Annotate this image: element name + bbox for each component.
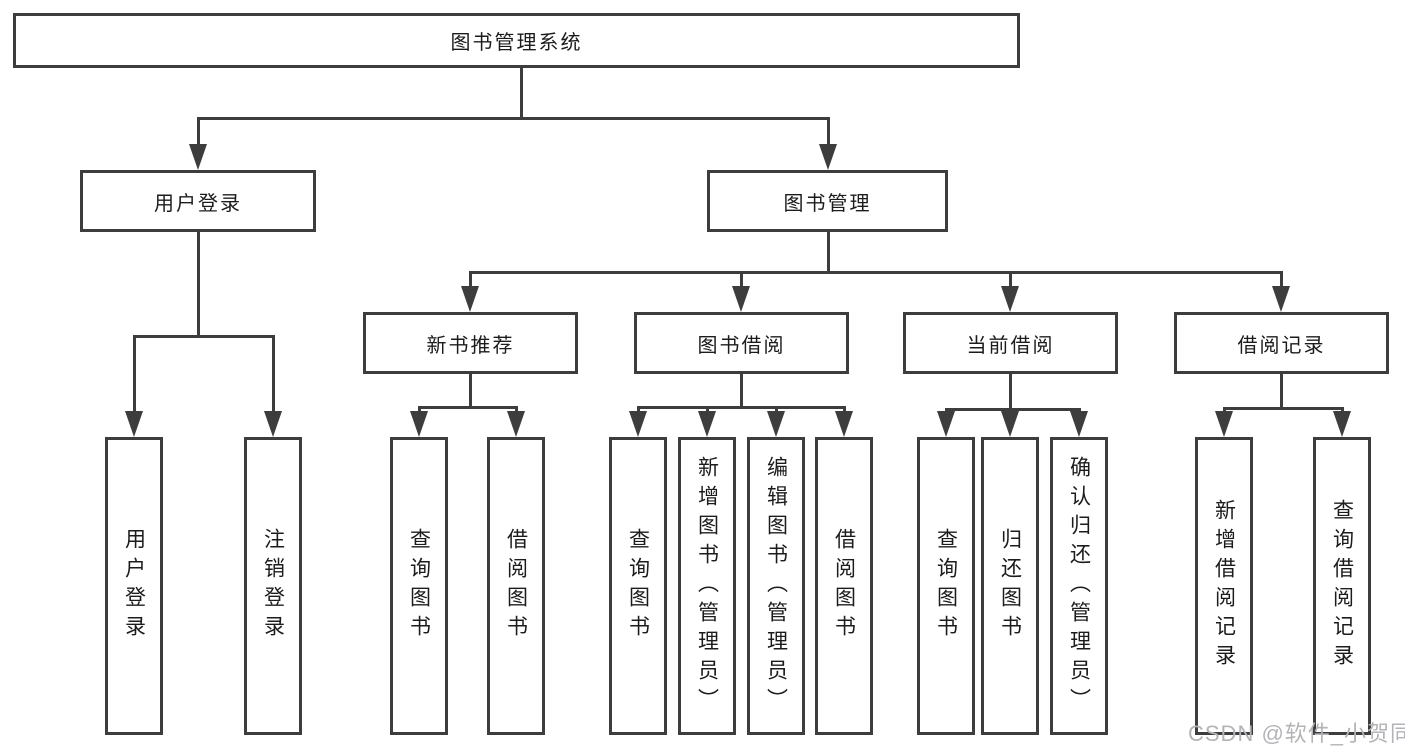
arrowhead-down-icon: [189, 144, 207, 170]
connector-horizontal-line: [133, 335, 274, 338]
node-borrowing-records: 借阅记录: [1174, 312, 1389, 374]
leaf-query-books-recommend: 查询图书: [390, 437, 448, 735]
connector-vertical-line: [469, 374, 472, 409]
leaf-borrow-books-recommend: 借阅图书: [487, 437, 545, 735]
node-label: 图书管理: [783, 192, 872, 215]
leaf-query-books-borrow: 查询图书: [609, 437, 667, 735]
arrowhead-down-icon: [1215, 411, 1233, 437]
leaf-label: 查询图书: [626, 528, 650, 644]
arrowhead-down-icon: [835, 411, 853, 437]
arrowhead-down-icon: [125, 411, 143, 437]
connector-vertical-line: [843, 406, 846, 414]
connector-vertical-line: [706, 406, 709, 414]
connector-vertical-line: [1223, 407, 1226, 414]
node-current-borrowing: 当前借阅: [903, 312, 1118, 374]
leaf-label: 注销登录: [261, 528, 285, 644]
arrowhead-down-icon: [1070, 411, 1088, 437]
connector-vertical-line: [272, 335, 275, 415]
connector-horizontal-line: [418, 406, 517, 409]
connector-vertical-line: [1009, 271, 1012, 290]
leaf-label: 查询图书: [934, 528, 958, 644]
leaf-label: 借阅图书: [504, 528, 528, 644]
node-library-management-system: 图书管理系统: [13, 13, 1020, 68]
connector-vertical-line: [775, 406, 778, 414]
arrowhead-down-icon: [1001, 286, 1019, 312]
connector-vertical-line: [827, 117, 830, 150]
arrowhead-down-icon: [698, 411, 716, 437]
arrowhead-down-icon: [410, 411, 428, 437]
connector-horizontal-line: [945, 408, 1080, 411]
connector-vertical-line: [740, 271, 743, 290]
leaf-label: 用户登录: [122, 528, 146, 644]
arrowhead-down-icon: [461, 286, 479, 312]
node-new-book-recommend: 新书推荐: [363, 312, 578, 374]
leaf-query-books-current: 查询图书: [917, 437, 975, 735]
arrowhead-down-icon: [732, 286, 750, 312]
leaf-add-borrow-record: 新增借阅记录: [1195, 437, 1253, 735]
leaf-label: 新增图书（管理员）: [695, 455, 719, 717]
node-label: 用户登录: [154, 192, 242, 215]
node-label: 新书推荐: [426, 334, 515, 357]
node-label: 借阅记录: [1237, 334, 1326, 357]
leaf-logout: 注销登录: [244, 437, 302, 735]
node-book-management: 图书管理: [707, 170, 948, 232]
arrowhead-down-icon: [507, 411, 525, 437]
leaf-confirm-return-admin: 确认归还（管理员）: [1050, 437, 1108, 735]
connector-vertical-line: [740, 374, 743, 409]
leaf-borrow-books: 借阅图书: [815, 437, 873, 735]
connector-horizontal-line: [469, 271, 1282, 274]
connector-horizontal-line: [637, 406, 845, 409]
connector-vertical-line: [520, 68, 523, 120]
leaf-user-login: 用户登录: [105, 437, 163, 735]
leaf-label: 确认归还（管理员）: [1067, 455, 1091, 717]
arrowhead-down-icon: [629, 411, 647, 437]
connector-vertical-line: [197, 117, 200, 150]
leaf-label: 查询借阅记录: [1330, 499, 1354, 673]
leaf-label: 归还图书: [998, 528, 1022, 644]
arrowhead-down-icon: [1272, 286, 1290, 312]
csdn-watermark: CSDN @软件_小贺同学: [1188, 721, 1405, 746]
connector-vertical-line: [515, 406, 518, 414]
node-label: 当前借阅: [966, 334, 1055, 357]
connector-vertical-line: [197, 232, 200, 338]
connector-vertical-line: [1341, 407, 1344, 414]
node-user-login: 用户登录: [80, 170, 316, 232]
leaf-label: 查询图书: [407, 528, 431, 644]
arrowhead-down-icon: [767, 411, 785, 437]
arrowhead-down-icon: [1333, 411, 1351, 437]
connector-horizontal-line: [1223, 407, 1343, 410]
connector-vertical-line: [418, 406, 421, 414]
connector-vertical-line: [637, 406, 640, 414]
connector-vertical-line: [1280, 271, 1283, 290]
node-label: 图书管理系统: [450, 32, 583, 54]
connector-vertical-line: [1009, 374, 1012, 411]
arrowhead-down-icon: [937, 411, 955, 437]
leaf-add-book-admin: 新增图书（管理员）: [678, 437, 736, 735]
connector-horizontal-line: [197, 117, 830, 120]
connector-vertical-line: [827, 232, 830, 274]
connector-vertical-line: [469, 271, 472, 290]
connector-vertical-line: [1280, 374, 1283, 410]
leaf-label: 新增借阅记录: [1212, 499, 1236, 673]
node-label: 图书借阅: [697, 334, 786, 357]
arrowhead-down-icon: [819, 144, 837, 170]
leaf-edit-book-admin: 编辑图书（管理员）: [747, 437, 805, 735]
leaf-label: 借阅图书: [832, 528, 856, 644]
leaf-query-borrow-record: 查询借阅记录: [1313, 437, 1371, 735]
connector-vertical-line: [133, 335, 136, 415]
leaf-return-book: 归还图书: [981, 437, 1039, 735]
node-book-borrowing: 图书借阅: [634, 312, 849, 374]
arrowhead-down-icon: [1001, 411, 1019, 437]
arrowhead-down-icon: [264, 411, 282, 437]
leaf-label: 编辑图书（管理员）: [764, 455, 788, 717]
